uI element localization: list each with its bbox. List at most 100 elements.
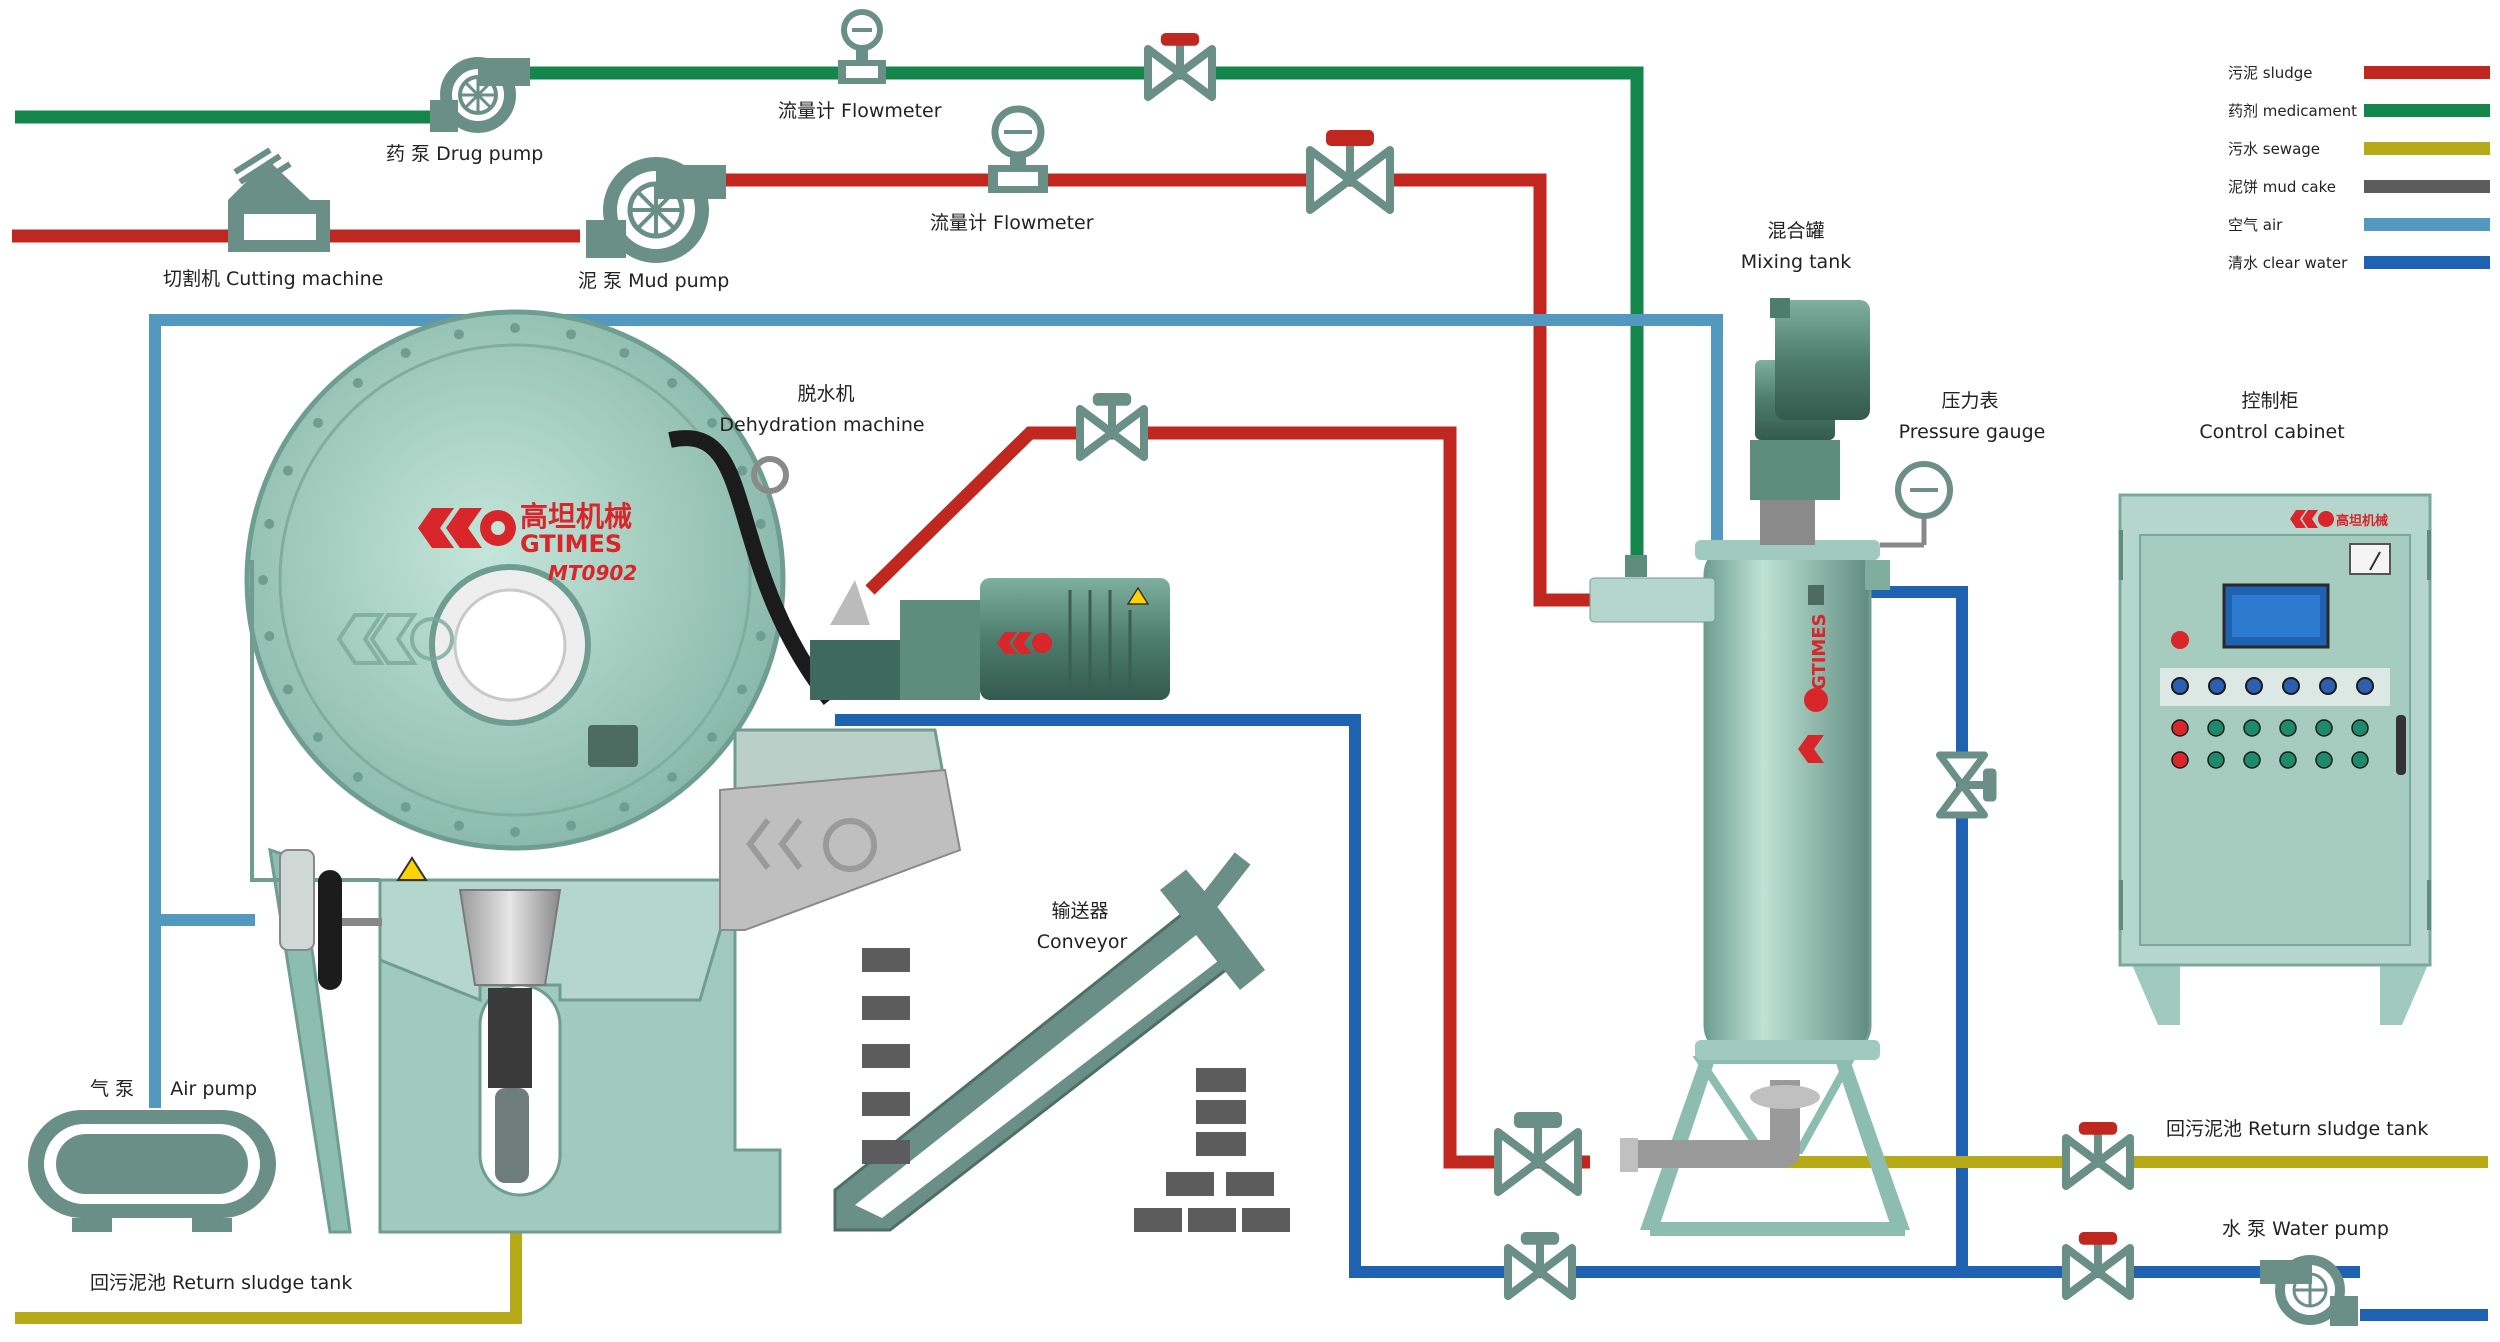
bolt	[453, 329, 464, 340]
panel-button	[2243, 719, 2261, 737]
return-sludge-tank-left-label: 回污泥池 Return sludge tank	[90, 1272, 353, 1294]
cabinet-logo-icon	[2290, 510, 2334, 528]
legend-label: 污水 sewage	[2228, 140, 2321, 158]
bolt	[352, 772, 363, 783]
mud-cake-block	[862, 948, 910, 972]
mud-cake-block	[1196, 1100, 1246, 1124]
flowmeter-mid-label: 流量计 Flowmeter	[930, 212, 1094, 234]
cutting-machine-icon	[228, 147, 330, 252]
panel-button	[2351, 751, 2369, 769]
bolt	[510, 323, 520, 333]
air-pump-label: 气 泵 Air pump	[90, 1078, 258, 1100]
bolt	[400, 347, 411, 358]
valve-icon	[1144, 33, 1216, 101]
mud-cake-block	[1134, 1208, 1182, 1232]
motor-logo-icon	[997, 632, 1052, 654]
control-cabinet: 高坦机械	[2118, 493, 2432, 1025]
bolt	[737, 465, 748, 476]
knob	[2319, 677, 2337, 695]
drum-bolts	[258, 323, 772, 837]
mud-cake-block	[1242, 1208, 1290, 1232]
conveyor-label-cn: 输送器	[1051, 900, 1109, 922]
bolt	[667, 772, 678, 783]
conveyor-label-en: Conveyor	[1036, 931, 1128, 953]
bolt	[352, 377, 363, 388]
pipe-medicament	[15, 66, 1644, 560]
bolt	[755, 631, 766, 642]
mud-cake-block	[1166, 1172, 1214, 1196]
control-cabinet-label-cn: 控制柜	[2241, 390, 2299, 412]
dehydration-label-en: Dehydration machine	[719, 414, 925, 436]
valve-icon	[1494, 1112, 1582, 1196]
bolt	[566, 820, 577, 831]
mud-cake-block	[862, 996, 910, 1020]
panel-button	[2243, 751, 2261, 769]
legend-swatch	[2364, 180, 2490, 193]
valve-vertical-icon	[1936, 751, 1997, 819]
mud-cake-block	[1196, 1068, 1246, 1092]
bolt	[566, 329, 577, 340]
pipe-clear-water	[835, 586, 2488, 1321]
valves	[1076, 33, 2134, 1300]
mixing-tank-label-en: Mixing tank	[1740, 251, 1852, 273]
flowmeter-top-label: 流量计 Flowmeter	[778, 100, 942, 122]
bolt	[258, 575, 268, 585]
legend-swatch	[2364, 142, 2490, 155]
mixing-tank-label-cn: 混合罐	[1767, 220, 1825, 242]
bolt	[400, 802, 411, 813]
bolt	[312, 417, 323, 428]
panel-button	[2171, 719, 2189, 737]
water-pump-label: 水 泵 Water pump	[2222, 1218, 2389, 1240]
bolt	[755, 518, 766, 529]
valve-icon	[2062, 1232, 2134, 1300]
mud-cake-block	[1196, 1132, 1246, 1156]
bolt	[667, 377, 678, 388]
cabinet-brand: 高坦机械	[2336, 513, 2388, 529]
legend-item-medicament: 药剂 medicament	[2228, 98, 2500, 124]
bolt	[619, 802, 630, 813]
knob	[2171, 677, 2189, 695]
bolt	[264, 631, 275, 642]
bolt	[264, 518, 275, 529]
panel-button	[2279, 719, 2297, 737]
legend-label: 药剂 medicament	[2228, 102, 2357, 120]
panel-button	[2315, 719, 2333, 737]
drug-pump-icon	[430, 57, 530, 133]
legend-label: 污泥 sludge	[2228, 64, 2313, 82]
legend-label: 泥饼 mud cake	[2228, 178, 2336, 196]
bolt	[619, 347, 630, 358]
tank-brand: GTIMES	[1809, 613, 1830, 690]
knob	[2208, 677, 2226, 695]
valve-icon	[2062, 1122, 2134, 1190]
legend-item-clear-water: 清水 clear water	[2228, 250, 2500, 276]
bolt	[453, 820, 464, 831]
legend-label: 清水 clear water	[2228, 254, 2348, 272]
control-cabinet-label-en: Control cabinet	[2199, 421, 2345, 443]
bolt	[707, 732, 718, 743]
brand-logo-icon	[418, 508, 516, 548]
bolt	[282, 684, 293, 695]
brand-name-cn: 高坦机械	[520, 500, 632, 533]
cabinet-knobs	[2171, 677, 2374, 695]
pressure-gauge-label-cn: 压力表	[1941, 390, 1999, 412]
mud-pump-label: 泥 泵 Mud pump	[578, 270, 730, 292]
air-pump	[28, 1110, 276, 1232]
mud-cake-block	[1188, 1208, 1236, 1232]
brand-name-en: GTIMES	[520, 530, 622, 558]
bolt	[737, 684, 748, 695]
bolt	[510, 827, 520, 837]
tank-logo-icon	[1798, 585, 1828, 763]
cutting-machine-label: 切割机 Cutting machine	[163, 268, 384, 290]
return-sludge-tank-right-label: 回污泥池 Return sludge tank	[2166, 1118, 2429, 1140]
embossed-logo-icon	[336, 613, 454, 665]
legend-item-mud-cake: 泥饼 mud cake	[2228, 174, 2500, 200]
mud-cake-block	[862, 1044, 910, 1068]
pipe-air	[149, 314, 1723, 1108]
dehydration-label-cn: 脱水机	[797, 383, 855, 405]
legend-item-sludge: 污泥 sludge	[2228, 60, 2500, 86]
legend-label: 空气 air	[2228, 216, 2283, 234]
flowmeter-top-icon	[838, 9, 886, 84]
legend-swatch	[2364, 256, 2490, 269]
mixing-tank: GTIMES	[1589, 298, 1953, 1236]
